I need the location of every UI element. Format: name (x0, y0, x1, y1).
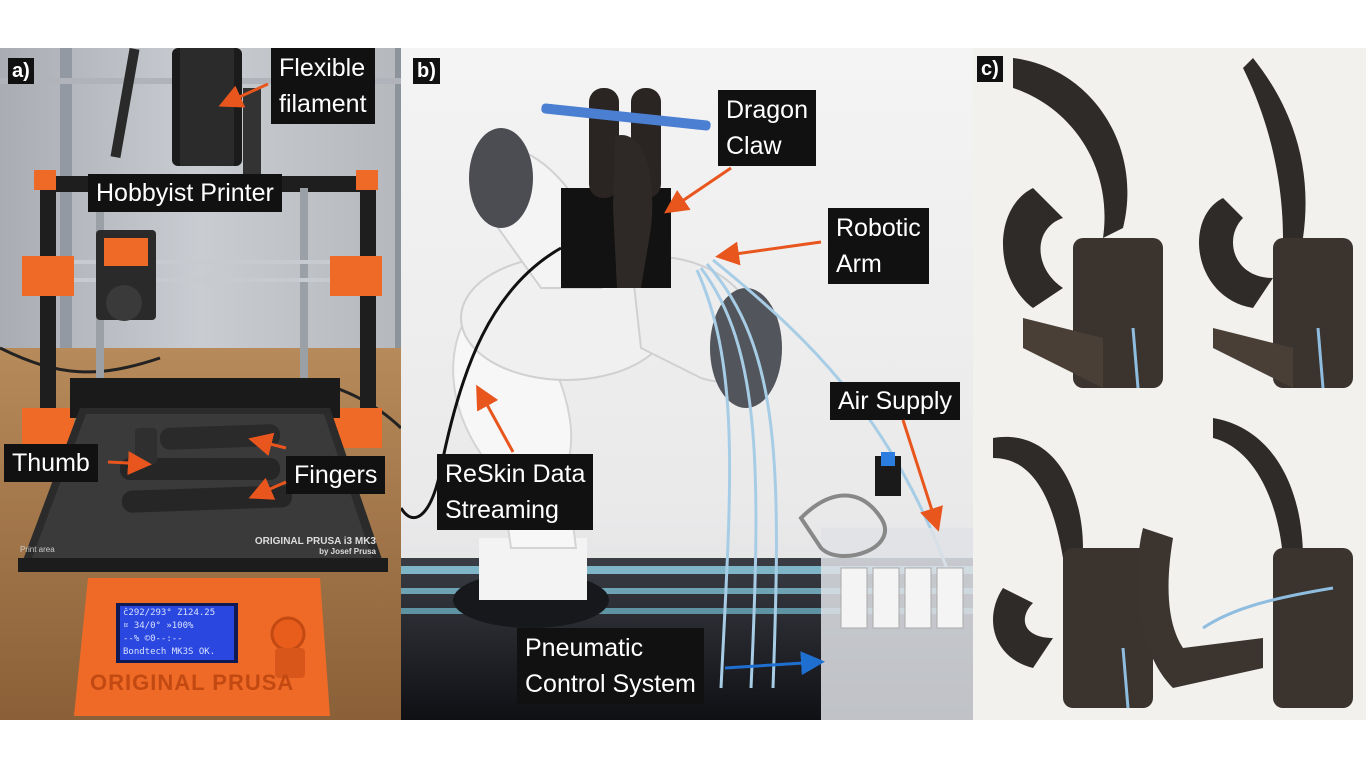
printer-plate-model: ORIGINAL PRUSA i3 MK3 (254, 536, 376, 547)
label-flexible-filament-line2: filament (279, 90, 367, 118)
printer-plate: ORIGINAL PRUSA i3 MK3 by Josef Prusa (226, 537, 376, 557)
label-hobbyist-printer: Hobbyist Printer (88, 174, 282, 212)
printer-photo (0, 48, 401, 720)
claw-pose-1 (1003, 58, 1163, 389)
panel-label-b: b) (413, 58, 440, 84)
label-fingers: Fingers (286, 456, 386, 494)
panel-c-claw-poses: c) (973, 48, 1366, 720)
label-pneumatic-line1: Pneumatic (525, 634, 644, 662)
label-thumb: Thumb (4, 444, 98, 482)
label-air-supply: Air Supply (830, 382, 960, 420)
label-dragon-claw-line2: Claw (726, 132, 782, 160)
label-pneumatic-line2: Control System (525, 670, 696, 698)
label-pneumatic-control-system: Pneumatic Control System (517, 628, 704, 704)
label-dragon-claw: Dragon Claw (718, 90, 816, 166)
printer-lcd: ĉ292/293° Z124.25 ¤ 34/0° »100% --% ©0--… (123, 607, 233, 659)
lcd-line-1: ĉ292/293° Z124.25 (123, 608, 216, 618)
print-area-text: Print area (20, 545, 55, 554)
label-reskin-data-streaming: ReSkin Data Streaming (437, 454, 594, 530)
claw-pose-2 (1199, 58, 1353, 389)
label-dragon-claw-line1: Dragon (726, 96, 808, 124)
panel-a-printer-photo: a) ORIGINAL PRUSA i3 MK3 by Josef Prusa … (0, 48, 401, 720)
panel-b-robot-photo: b) Dragon Claw Robotic Arm Air Supply Re… (401, 48, 973, 720)
label-reskin-line1: ReSkin Data (445, 460, 586, 488)
panel-label-c: c) (977, 56, 1003, 82)
lcd-line-3: --% ©0--:-- (123, 634, 183, 644)
label-reskin-line2: Streaming (445, 496, 559, 524)
label-robotic-arm: Robotic Arm (828, 208, 929, 284)
claw-poses-photo (973, 48, 1366, 720)
lcd-line-2: ¤ 34/0° »100% (123, 621, 194, 631)
label-robotic-arm-line2: Arm (836, 250, 882, 278)
printer-brand: ORIGINAL PRUSA (90, 670, 295, 695)
lcd-line-4: Bondtech MK3S OK. (123, 647, 216, 657)
claw-pose-3 (993, 436, 1153, 709)
label-flexible-filament: Flexible filament (271, 48, 375, 124)
panel-label-a: a) (8, 58, 34, 84)
label-flexible-filament-line1: Flexible (279, 54, 366, 82)
printer-plate-maker: by Josef Prusa (319, 547, 376, 556)
claw-pose-4 (1137, 418, 1353, 708)
label-robotic-arm-line1: Robotic (836, 214, 921, 242)
